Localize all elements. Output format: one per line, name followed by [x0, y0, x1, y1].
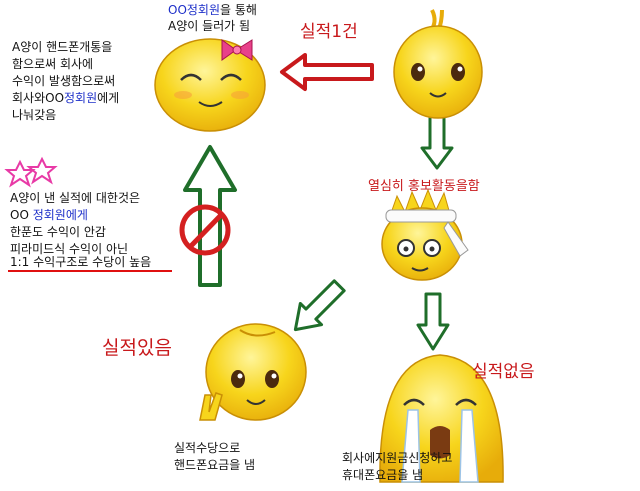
left-box-line4-pre: 회사와OO [12, 91, 65, 105]
explain-line3: 한푼도 수익이 안감 [10, 225, 106, 239]
performance-one-label: 실적1건 [300, 22, 358, 42]
red-left-arrow [280, 53, 374, 91]
happy-face-icon [199, 323, 307, 421]
left-box-line5: 나눠갖음 [12, 108, 57, 122]
top-caption-rest: 을 통해 [220, 3, 257, 17]
explain-line4: 피라미드식 수익이 아닌 [10, 242, 129, 256]
green-down-arrow-top [420, 113, 454, 170]
green-down-arrow-bottom [416, 292, 450, 351]
result-left-line2: 핸드폰요금을 냄 [174, 458, 256, 472]
left-box-line3: 수익이 발생함으로써 [12, 74, 116, 88]
left-box-line2: 함으로써 회사에 [12, 57, 94, 71]
result-left-line1: 실적수당으로 [174, 441, 241, 455]
result-right-line2: 휴대폰요금을 냄 [342, 468, 424, 482]
prohibition-icon [179, 204, 231, 256]
stars-icon [4, 156, 58, 188]
has-performance-label: 실적있음 [102, 337, 172, 359]
left-box-line4: 회사와OO정회원에게 [12, 90, 119, 107]
left-box-line4-member: 정회원 [64, 91, 98, 105]
top-caption-line2: A양이 들러가 됨 [168, 19, 251, 33]
headband-face-icon [381, 188, 469, 281]
boy-face-icon [393, 9, 483, 119]
promotion-label: 열심히 홍보활동을함 [368, 179, 480, 194]
explain-line2-pre: OO [10, 208, 33, 222]
result-right-line1: 회사에지원금신청하고 [342, 451, 453, 465]
green-up-arrow [183, 145, 237, 287]
left-box-line4-post: 에게 [97, 91, 120, 105]
crying-face-icon [379, 354, 504, 483]
left-box-line1: A양이 핸드폰개통을 [12, 40, 113, 54]
explain-line5: 1:1 수익구조로 수당이 높음 [10, 255, 152, 269]
top-caption-member: OO정회원 [168, 3, 221, 17]
explain-line2: OO 정회원에게 [10, 207, 88, 224]
green-diagonal-arrow [293, 279, 346, 332]
girl-face-icon [154, 38, 266, 132]
explain-line1: A양이 낸 실적에 대한것은 [10, 191, 141, 205]
explain-line2-member: 정회원에게 [32, 208, 88, 222]
top-caption-line1: OO정회원을 통해 [168, 2, 257, 19]
no-performance-label: 실적없음 [472, 362, 535, 382]
